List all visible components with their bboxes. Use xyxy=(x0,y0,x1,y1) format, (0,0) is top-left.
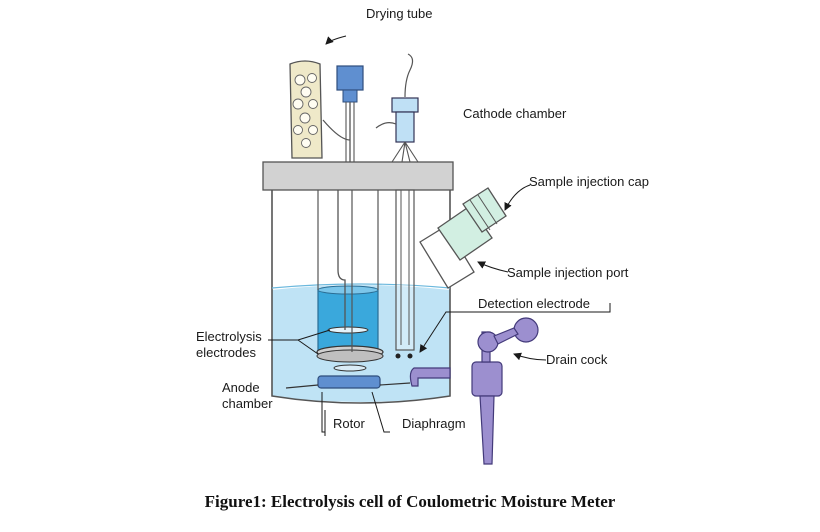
detection-electrode-connector xyxy=(391,97,419,113)
label-detection-electrode: Detection electrode xyxy=(478,296,590,311)
sample-injection-port xyxy=(419,225,475,289)
label-rotor: Rotor xyxy=(333,416,365,431)
rotor xyxy=(317,375,381,389)
electrolysis-electrode-upper xyxy=(327,326,369,334)
electrode-connector-blue xyxy=(336,65,364,91)
caption-text: : Electrolysis cell of Coulometric Moist… xyxy=(261,492,616,511)
vessel-lid xyxy=(262,161,454,191)
detection-electrode xyxy=(395,189,415,351)
figure-caption: Figure1: Electrolysis cell of Coulometri… xyxy=(0,492,820,512)
label-electrolysis-electrodes-line1: Electrolysis xyxy=(196,329,262,344)
label-anode-chamber-line1: Anode xyxy=(222,380,260,395)
label-sample-injection-cap: Sample injection cap xyxy=(529,174,649,189)
label-electrolysis-electrodes-line2: electrodes xyxy=(196,345,256,360)
label-anode-chamber-line2: chamber xyxy=(222,396,273,411)
label-diaphragm: Diaphragm xyxy=(402,416,466,431)
label-drain-cock: Drain cock xyxy=(546,352,608,367)
vessel-body xyxy=(271,190,451,404)
label-sample-injection-port: Sample injection port xyxy=(507,265,629,280)
drain-cock xyxy=(409,317,539,465)
caption-prefix: Figure1 xyxy=(204,492,261,511)
label-cathode-chamber: Cathode chamber xyxy=(463,106,567,121)
label-drying-tube: Drying tube xyxy=(366,6,432,21)
sample-injection-cap xyxy=(437,187,507,261)
